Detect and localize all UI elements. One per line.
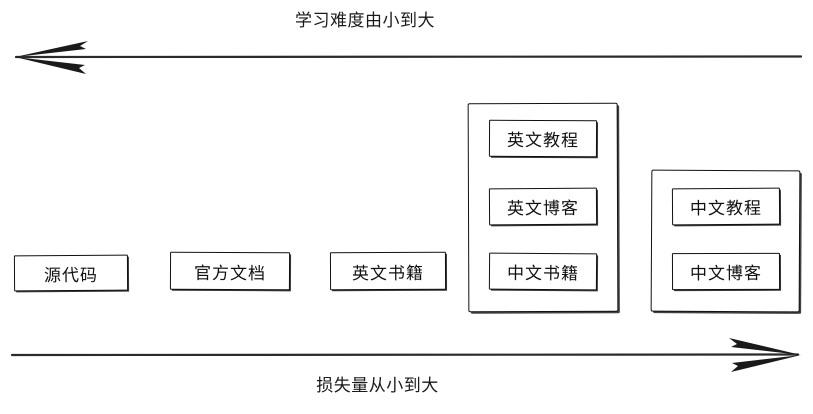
node-english-blog[interactable]: 英文博客	[488, 187, 598, 226]
node-chinese-books[interactable]: 中文书籍	[488, 252, 598, 291]
node-official-docs[interactable]: 官方文档	[169, 251, 291, 291]
node-label: 英文博客	[506, 198, 580, 219]
difficulty-axis-label: 学习难度由小到大	[295, 11, 435, 30]
loss-axis-label: 损失量从小到大	[316, 376, 439, 395]
node-label: 官方文档	[193, 263, 267, 283]
difficulty-axis-arrow	[14, 41, 803, 74]
node-source-code[interactable]: 源代码	[13, 254, 129, 292]
node-label: 中文书籍	[506, 263, 580, 284]
node-english-books[interactable]: 英文书籍	[329, 251, 447, 291]
loss-axis-arrow	[10, 338, 801, 372]
node-label: 中文博客	[689, 263, 763, 284]
node-label: 源代码	[43, 265, 99, 285]
node-chinese-tutorial[interactable]: 中文教程	[671, 187, 781, 226]
node-chinese-blog[interactable]: 中文博客	[671, 252, 781, 291]
node-label: 中文教程	[689, 198, 763, 219]
node-label: 英文书籍	[351, 263, 425, 283]
node-english-tutorial[interactable]: 英文教程	[488, 119, 598, 158]
node-label: 英文教程	[506, 130, 580, 151]
